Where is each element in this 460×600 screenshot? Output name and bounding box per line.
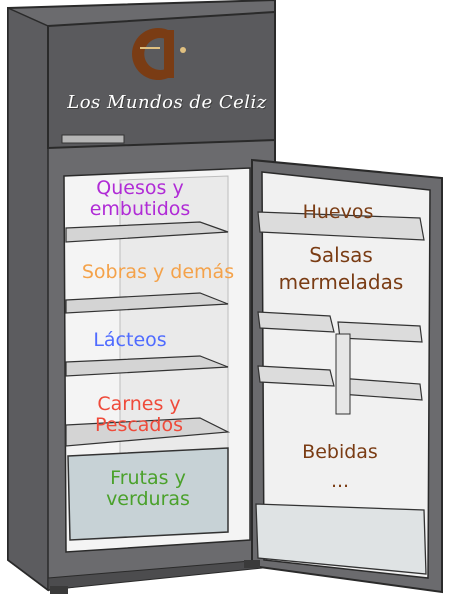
label-quesos-line1: Quesos y (96, 177, 184, 199)
label-salsas-line1: Salsas (309, 243, 373, 267)
label-huevos: Huevos (302, 201, 374, 223)
shelf-3 (65, 355, 229, 377)
label-carnes-line1: Carnes y (97, 393, 181, 415)
brand-logo (132, 28, 186, 81)
label-frutas-line1: Frutas y (110, 467, 186, 489)
brand-name: Los Mundos de Celiz (67, 92, 267, 113)
label-carnes-line2: Pescados (94, 413, 184, 436)
label-bebidas-line2: ... (330, 469, 350, 492)
fridge-foot-right (244, 560, 260, 568)
label-frutas-line2: verduras (106, 487, 190, 510)
fridge-foot-left (50, 586, 68, 594)
freezer-panel (47, 10, 276, 150)
door-bin-salsas-left (257, 311, 335, 333)
panel-vent (61, 134, 125, 144)
label-bebidas: Bebidas ... (290, 438, 390, 495)
label-quesos-line2: embutidos (89, 197, 191, 220)
label-salsas: Salsas mermeladas (272, 242, 410, 296)
door-bin-salsas-right (337, 321, 423, 343)
shelf-2 (65, 292, 229, 314)
door-bin-divider (335, 333, 351, 415)
door-bin-bebidas (255, 503, 427, 575)
shelf-4 (65, 417, 231, 447)
door-bin-jars-left (257, 365, 335, 387)
label-quesos: Quesos y embutidos (70, 178, 210, 220)
shelf-1 (65, 221, 229, 243)
label-carnes: Carnes y Pescados (80, 394, 198, 436)
door-bin-huevos (257, 211, 425, 241)
label-salsas-line2: mermeladas (278, 270, 404, 294)
label-sobras: Sobras y demás (81, 261, 235, 283)
label-lacteos: Lácteos (93, 329, 167, 351)
crisper-drawer (67, 447, 229, 541)
fridge-side-shade (7, 6, 49, 592)
label-bebidas-line1: Bebidas (302, 441, 378, 463)
label-frutas: Frutas y verduras (88, 468, 208, 510)
